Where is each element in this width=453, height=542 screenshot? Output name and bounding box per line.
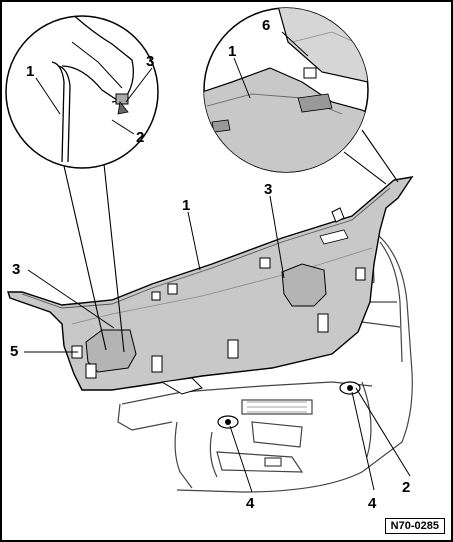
- leader-lines: [24, 31, 411, 493]
- callout-4-bolt-right: 4: [368, 495, 377, 512]
- panel-clips: [71, 257, 366, 379]
- magnification-lines: [63, 129, 399, 353]
- callout-2-left-detail: 2: [136, 129, 144, 146]
- callout-3-left-detail: 3: [146, 53, 154, 70]
- callout-3-panel-right: 3: [264, 181, 272, 198]
- callouts: 1 3 2 1 6 1 3 3 5 4 4 2: [10, 17, 410, 512]
- callout-1-right-detail: 1: [228, 43, 236, 60]
- bolt-left: [217, 415, 239, 429]
- detail-circle-right: [203, 7, 369, 173]
- callout-2-right: 2: [402, 479, 410, 496]
- callout-3-panel-left: 3: [12, 261, 20, 278]
- bolt-right: [339, 381, 361, 395]
- callout-1-panel: 1: [182, 197, 190, 214]
- callout-1-left-detail: 1: [26, 63, 34, 80]
- callout-6-right-detail: 6: [262, 17, 270, 34]
- trim-panel: [7, 176, 414, 395]
- callout-5-clip: 5: [10, 343, 18, 360]
- detail-circle-left: [5, 15, 159, 169]
- figure-id-label: N70-0285: [384, 518, 445, 534]
- callout-4-bolt-left: 4: [246, 495, 255, 512]
